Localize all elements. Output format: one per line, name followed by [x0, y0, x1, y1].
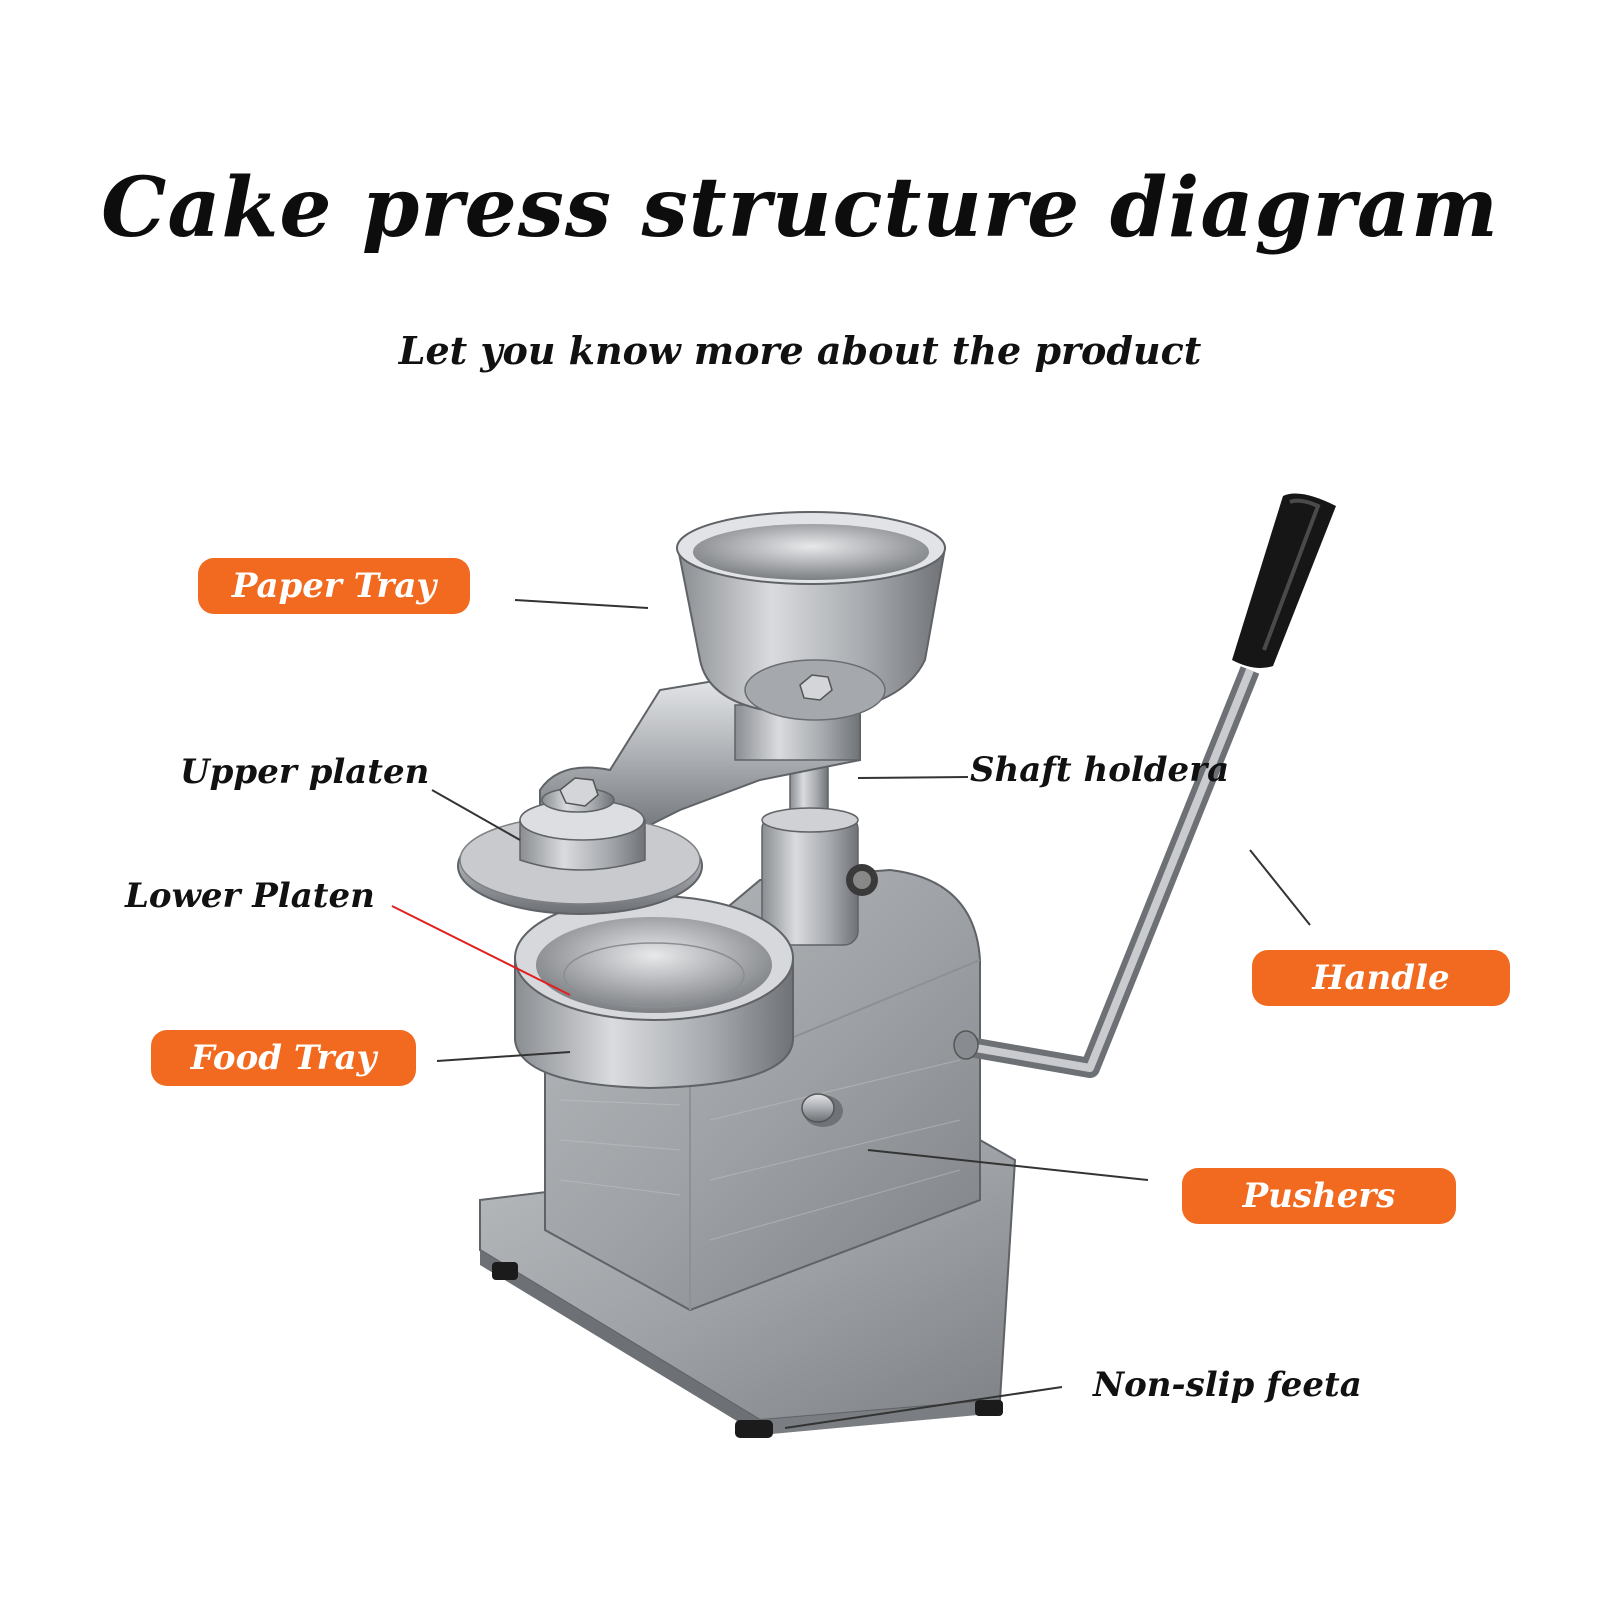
label-handle: Handle: [1252, 950, 1510, 1006]
page-title: Cake press structure diagram: [101, 160, 1499, 256]
paper-tray-shape: [676, 511, 947, 721]
handle-shape: [953, 493, 1336, 1078]
leader-handle: [1249, 849, 1311, 926]
label-paper-tray: Paper Tray: [198, 558, 470, 614]
label-non-slip-feet: Non-slip feeta: [1093, 1365, 1362, 1405]
leader-pushers: [867, 1149, 1149, 1181]
leader-upper-platen: [431, 789, 521, 841]
label-upper-platen: Upper platen: [180, 752, 430, 792]
label-lower-platen: Lower Platen: [125, 876, 375, 916]
label-shaft-holder: Shaft holdera: [970, 750, 1230, 790]
label-pushers: Pushers: [1182, 1168, 1456, 1224]
leader-paper-tray: [514, 599, 649, 609]
food-tray-shape: [514, 895, 794, 1090]
leader-food-tray: [436, 1051, 571, 1062]
leader-shaft-holder: [857, 776, 969, 779]
label-food-tray: Food Tray: [151, 1030, 416, 1086]
shaft-column: [761, 744, 878, 946]
page-subtitle: Let you know more about the product: [398, 328, 1202, 373]
platen-shape: [457, 777, 703, 915]
leader-non-slip-feet: [784, 1386, 1063, 1429]
non-slip-feet-shape: [492, 1262, 1003, 1438]
pusher-knob-shape: [801, 1093, 843, 1127]
arm-shape: [539, 678, 861, 842]
leader-lower-platen: [391, 905, 571, 996]
